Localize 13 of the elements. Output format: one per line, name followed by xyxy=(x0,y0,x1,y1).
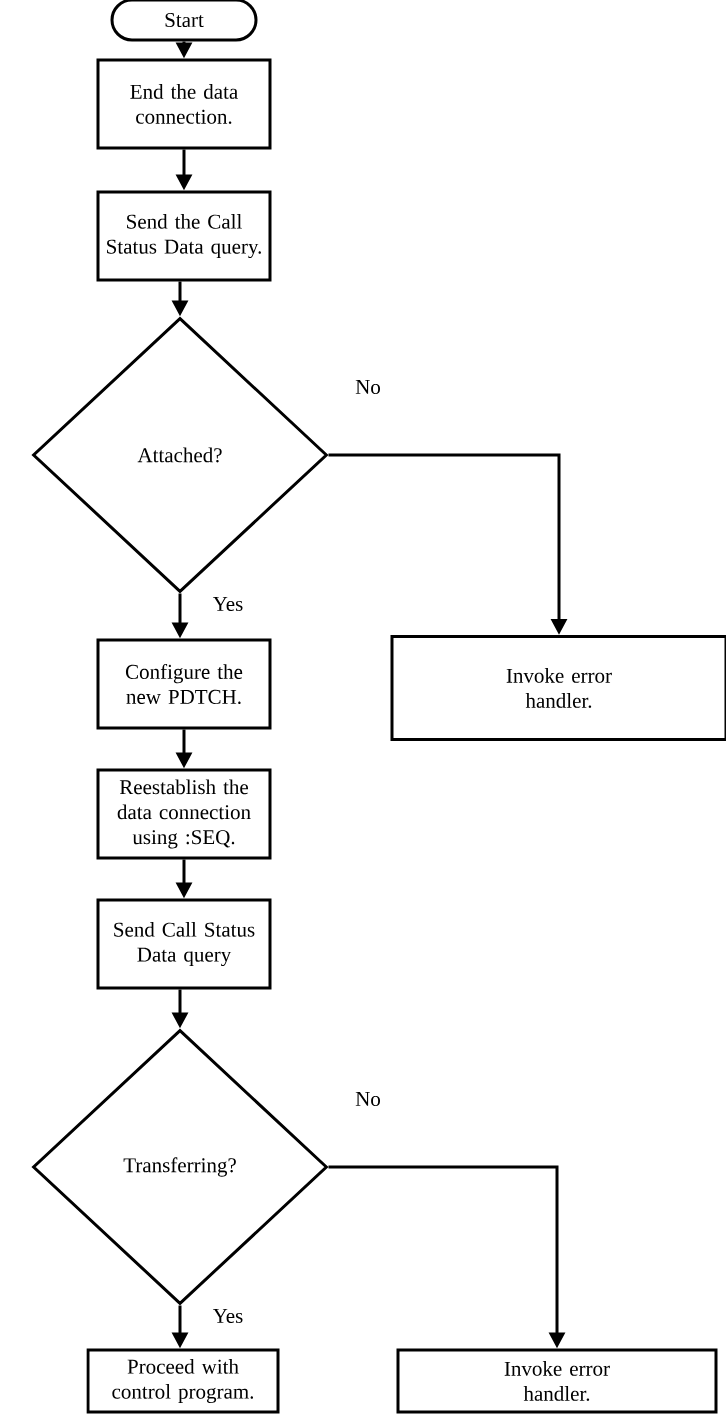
process-box: Invoke error handler. xyxy=(390,635,726,741)
process-box: Reestablish the data connection using :SEQ. xyxy=(96,768,272,860)
edge-label: No xyxy=(353,378,383,396)
edge-label: Yes xyxy=(210,1307,246,1325)
edge-label: No xyxy=(353,1090,383,1108)
edge-label: Yes xyxy=(210,595,246,613)
process-box: Send the Call Status Data query. xyxy=(96,190,272,282)
process-box: End the data connection. xyxy=(96,58,272,150)
process-box: Configure the new PDTCH. xyxy=(96,638,272,730)
start-terminal: Start xyxy=(110,0,258,42)
process-box: Send Call Status Data query xyxy=(96,898,272,990)
process-box: Invoke error handler. xyxy=(396,1348,718,1414)
process-box: Proceed with control program. xyxy=(86,1348,280,1414)
